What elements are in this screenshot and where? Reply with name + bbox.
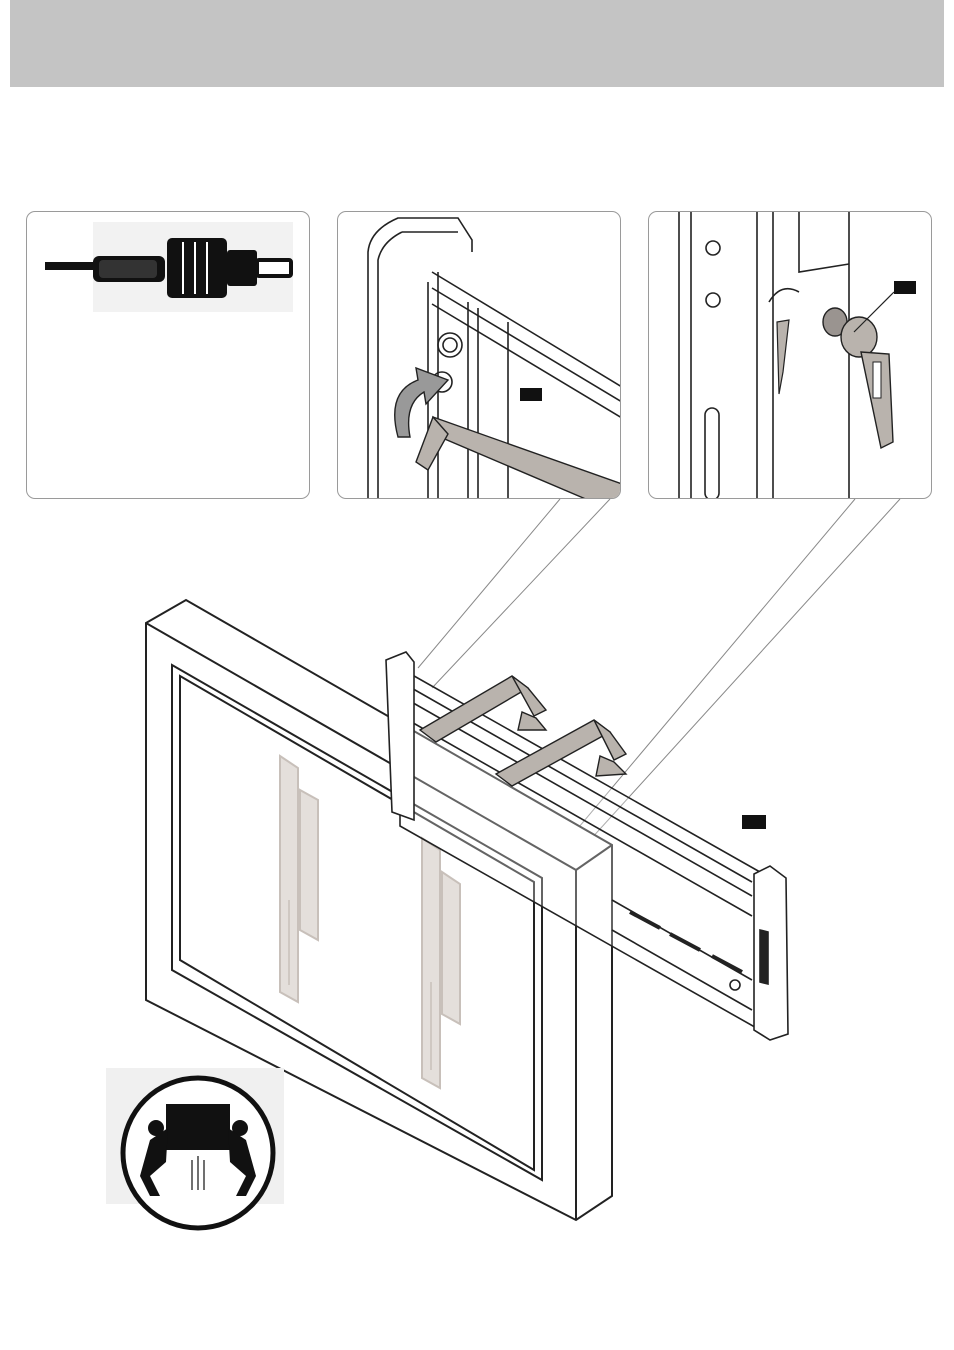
callout-tag-b (894, 281, 916, 294)
two-person-lift-icon (106, 1068, 284, 1228)
callout-tag-a (520, 388, 542, 401)
callout-tag-c (742, 815, 766, 829)
